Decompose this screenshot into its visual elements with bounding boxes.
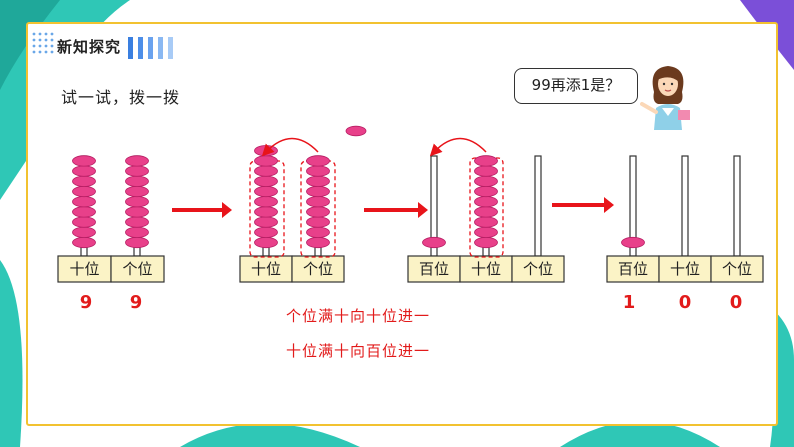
bead-ones-1-6: [125, 185, 149, 198]
bead-tens-1-9: [72, 155, 96, 167]
place-box-ones-3: [511, 255, 565, 283]
rod-ones-4: [733, 155, 741, 257]
dots-decoration-icon: [32, 32, 54, 54]
bead-ones-1-5: [125, 196, 149, 208]
bead-ones-2-3: [306, 216, 330, 228]
carry-arrow-tens-to-hundreds: [429, 137, 487, 157]
note-ones-carry: 个位满十向十位进一: [286, 307, 431, 325]
digit-ones-4: 0: [729, 292, 743, 313]
bead-tens-2-1: [254, 236, 278, 249]
bead-tens-1-5: [72, 196, 96, 208]
place-box-hundreds-4: [606, 255, 660, 283]
bead-tens-2-10: [254, 145, 278, 157]
bead-tens-2-4: [254, 206, 278, 218]
label-ones-4: 个位: [721, 260, 752, 278]
instruction-text: 试一试，拨一拨: [61, 88, 181, 107]
bead-tens-2-3: [254, 216, 278, 228]
bead-ones-1-4: [125, 206, 149, 218]
step-arrow-3-head: [604, 197, 614, 213]
bead-ones-2-7: [306, 175, 330, 187]
bead-tens-3-2: [474, 226, 498, 238]
bead-tens-3-8: [474, 165, 498, 177]
bead-ones-1-7: [125, 175, 149, 187]
place-box-ones-2: [291, 255, 345, 283]
label-ones-3: 个位: [522, 260, 553, 278]
speech-bubble: 99再添1是？: [514, 68, 638, 104]
label-tens-1: 十位: [69, 260, 100, 278]
bead-tens-1-4: [72, 206, 96, 218]
dashed-frame-tens-2: [249, 160, 285, 258]
bead-tens-3-1: [474, 236, 498, 249]
bead-ones-1-9: [125, 155, 149, 167]
bead-tens-3-3: [474, 216, 498, 228]
carry-arrow-ones-to-tens: [261, 137, 319, 157]
bead-tens-2-8: [254, 165, 278, 177]
bead-tens-1-8: [72, 165, 96, 177]
digit-hundreds-4: 1: [622, 292, 636, 313]
label-tens-4: 十位: [669, 260, 700, 278]
step-arrow-1-head: [222, 202, 232, 218]
bead-tens-3-5: [474, 196, 498, 208]
step-arrow-2-head: [418, 202, 428, 218]
bead-hundreds-3-1: [422, 236, 446, 249]
bars-decoration-icon: [128, 37, 173, 59]
place-box-tens-1: [57, 255, 112, 283]
bead-tens-1-6: [72, 185, 96, 198]
bead-hundreds-4-1: [621, 236, 645, 249]
bead-ones-2-5: [306, 196, 330, 208]
bead-tens-2-9: [254, 155, 278, 167]
label-hundreds-3: 百位: [418, 260, 449, 278]
bead-tens-3-9: [474, 155, 498, 167]
bead-ones-2-4: [306, 206, 330, 218]
label-hundreds-4: 百位: [617, 260, 648, 278]
bead-ones-2-6: [306, 185, 330, 198]
bead-tens-1-1: [72, 236, 96, 249]
bead-tens-2-5: [254, 196, 278, 208]
place-box-ones-1: [110, 255, 165, 283]
bead-tens-3-4: [474, 206, 498, 218]
bead-tens-3-7: [474, 175, 498, 187]
bead-ones-2-1: [306, 236, 330, 249]
bead-ones-2-9: [306, 155, 330, 167]
dashed-frame-ones-2: [300, 160, 336, 258]
label-ones-1: 个位: [122, 260, 153, 278]
section-title: 新知探究: [57, 38, 122, 56]
bead-ones-1-3: [125, 216, 149, 228]
bead-tens-1-2: [72, 226, 96, 238]
bead-ones-2-2: [306, 226, 330, 238]
digit-tens-1: 9: [79, 292, 93, 313]
bead-tens-3-6: [474, 185, 498, 198]
bead-tens-2-2: [254, 226, 278, 238]
digit-tens-4: 0: [678, 292, 692, 313]
label-tens-3: 十位: [470, 260, 501, 278]
rod-tens-4: [681, 155, 689, 257]
bead-tens-1-7: [72, 175, 96, 187]
bead-ones-1-8: [125, 165, 149, 177]
bead-ones-1-2: [125, 226, 149, 238]
digit-ones-1: 9: [129, 292, 143, 313]
bead-ones-2-8: [306, 165, 330, 177]
bead-tens-2-7: [254, 175, 278, 187]
bead-ones-1-1: [125, 236, 149, 249]
place-box-ones-4: [710, 255, 764, 283]
bead-tens-2-6: [254, 185, 278, 198]
rod-ones-3: [534, 155, 542, 257]
content-card: [26, 22, 778, 426]
label-ones-2: 个位: [302, 260, 333, 278]
floating-bead: [345, 125, 367, 137]
place-box-hundreds-3: [407, 255, 461, 283]
note-tens-carry: 十位满十向百位进一: [286, 342, 431, 360]
teacher-illustration: [640, 66, 690, 130]
label-tens-2: 十位: [250, 260, 281, 278]
bead-tens-1-3: [72, 216, 96, 228]
